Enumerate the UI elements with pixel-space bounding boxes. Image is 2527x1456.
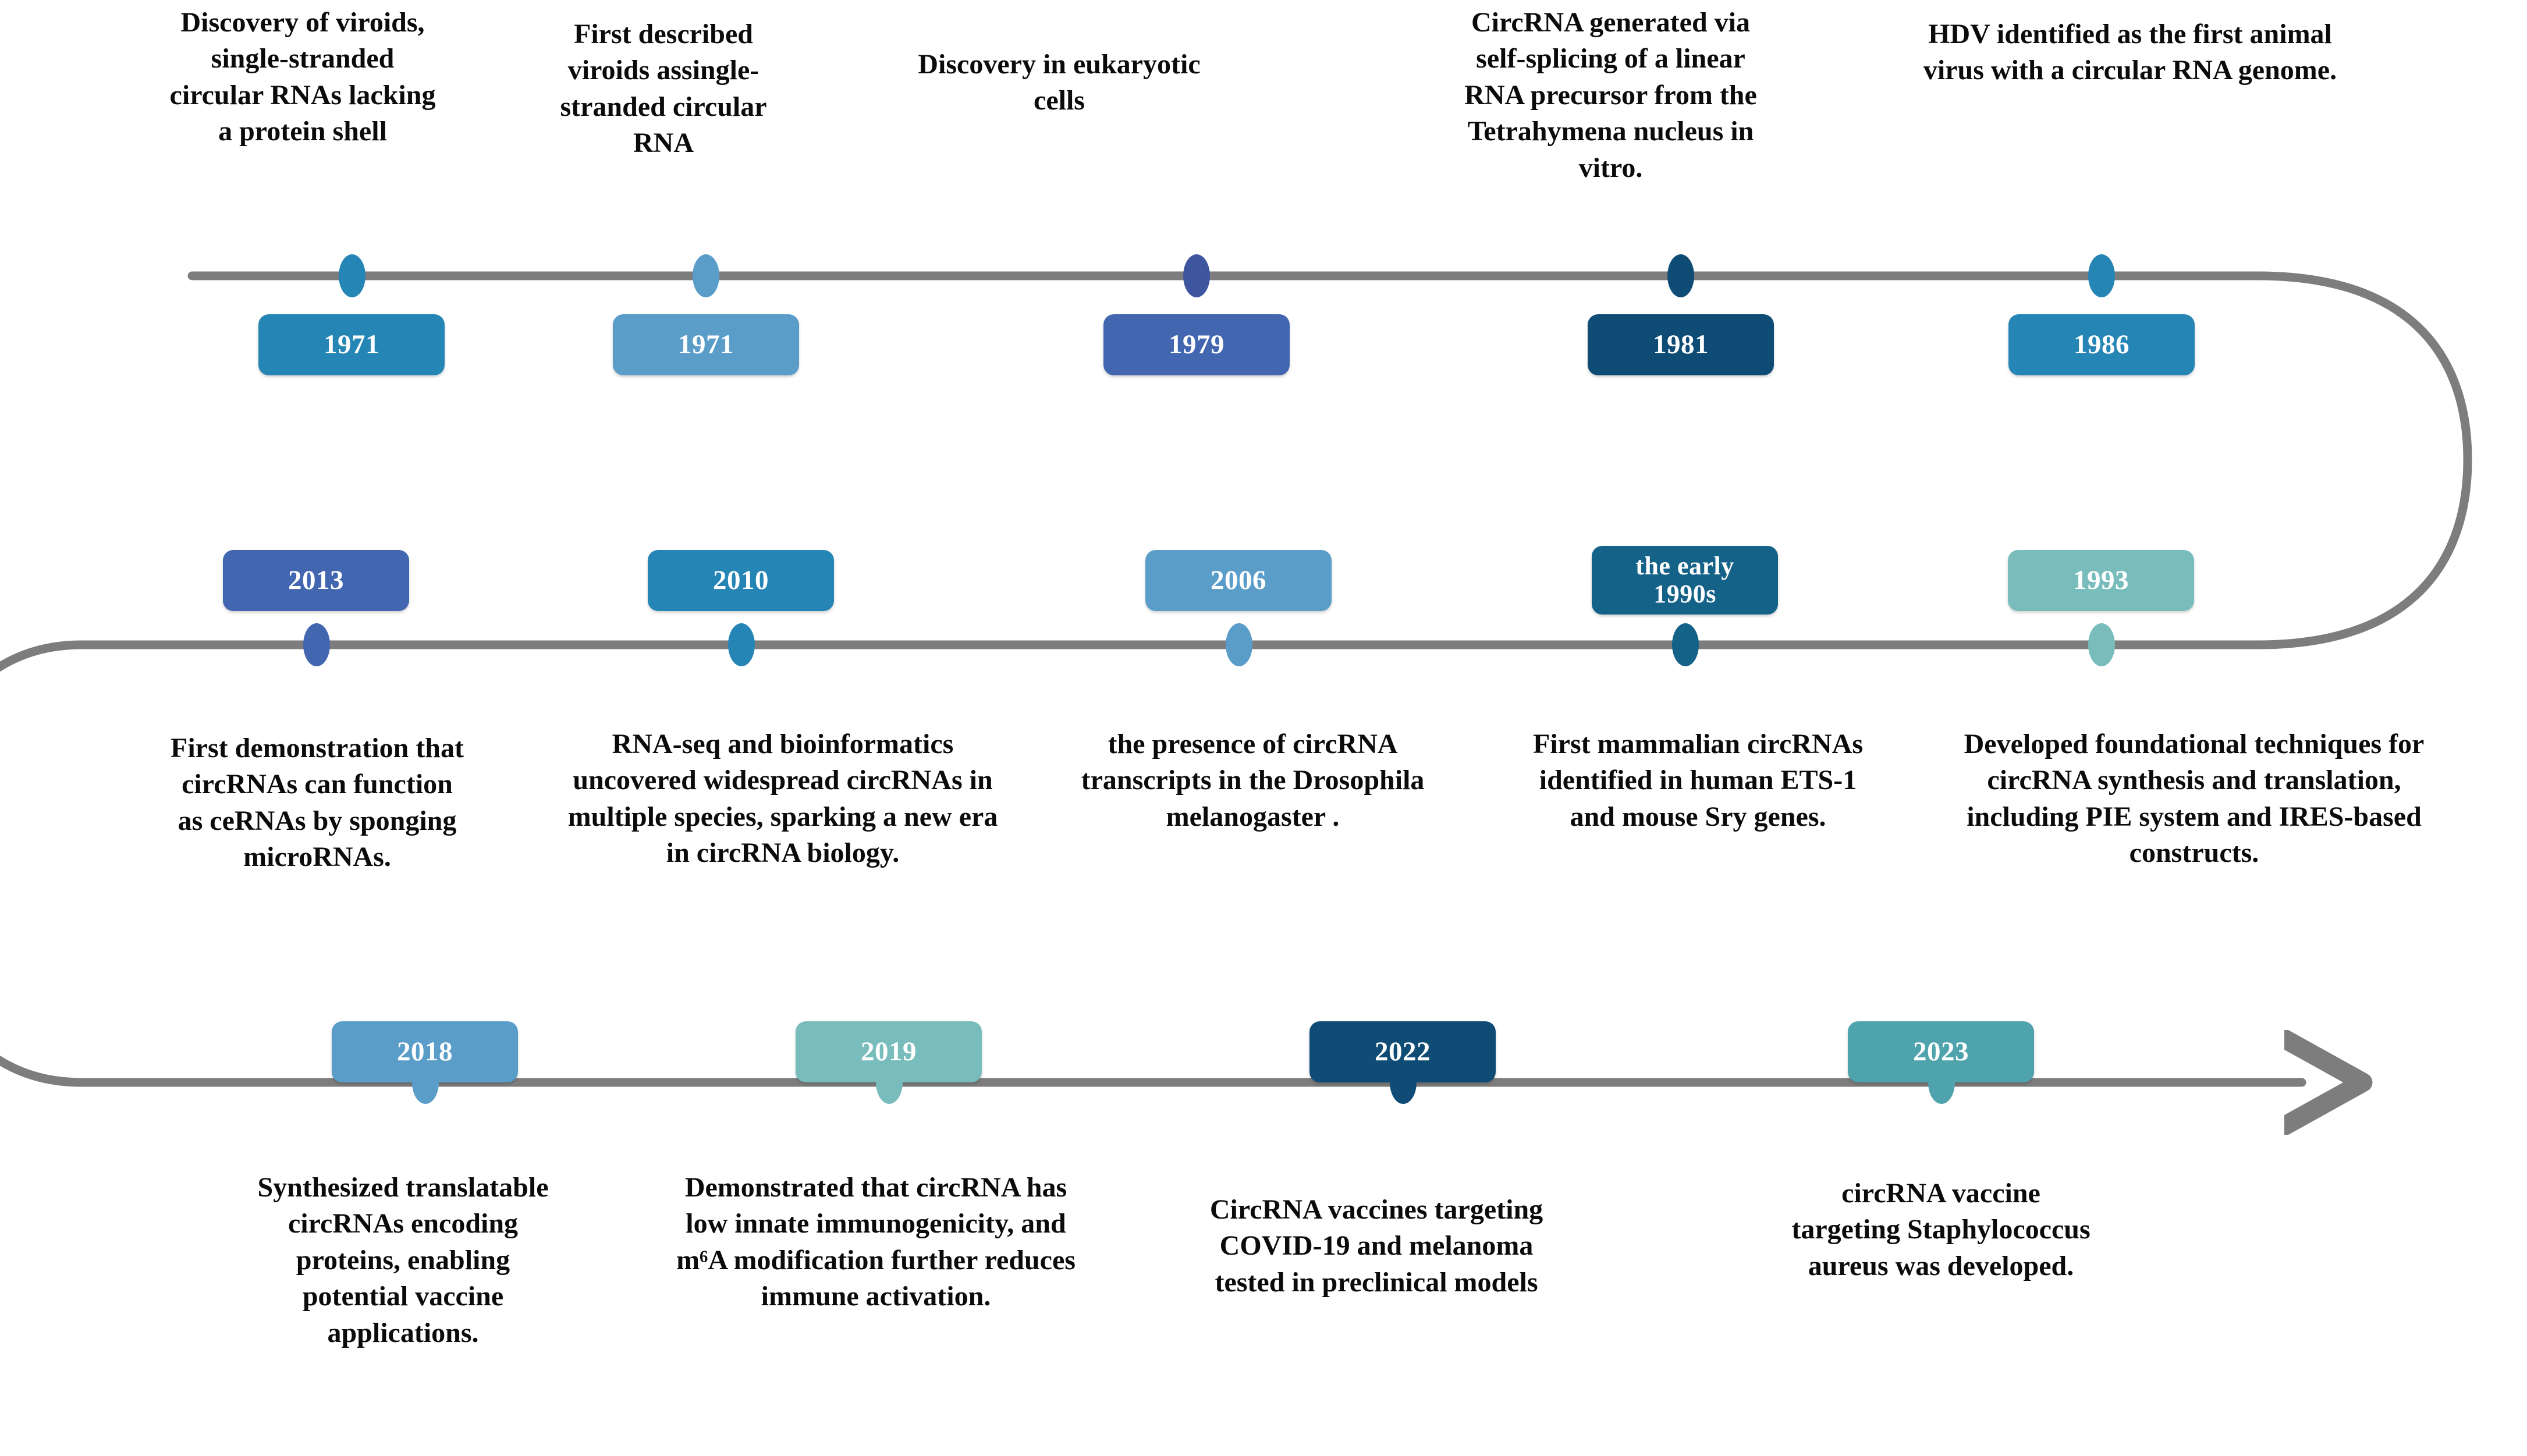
event-text: First demonstration that circRNAs can fu… [171,733,464,873]
year-badge[interactable]: 1981 [1588,314,1774,375]
year-badge[interactable]: 1979 [1103,314,1290,375]
year-badge[interactable]: 2006 [1145,550,1332,611]
timeline-dot [2088,623,2115,666]
year-badge[interactable]: the early 1990s [1592,546,1778,615]
timeline-dot [876,1061,903,1104]
event-text: circRNA vaccine targeting Staphylococcus… [1791,1178,2091,1281]
timeline-dot [1226,623,1252,666]
event-text: HDV identified as the first animal virus… [1923,19,2337,86]
year-badge[interactable]: 2010 [648,550,834,611]
timeline-dot [1667,254,1694,297]
timeline-dot [303,623,330,666]
year-badge[interactable]: 2013 [223,550,409,611]
year-badge[interactable]: 1971 [613,314,799,375]
event-text: Demonstrated that circRNA has low innate… [676,1172,1076,1312]
event-text: RNA-seq and bioinformatics uncovered wid… [567,729,998,869]
event-text: Developed foundational techniques for ci… [1964,729,2425,869]
event-text: First mammalian circRNAs identified in h… [1533,729,1863,832]
event-text: Discovery of viroids, single-stranded ci… [169,7,436,147]
timeline-dot [693,254,719,297]
track-path [0,271,2472,1082]
event-text: Discovery in eukaryotic cells [918,49,1201,116]
timeline-dot [1928,1061,1955,1104]
event-text: First described viroids assingle-strande… [560,19,767,159]
year-badge[interactable]: 1971 [258,314,445,375]
event-text: Synthesized translatable circRNAs encodi… [257,1172,549,1348]
event-text: CircRNA generated via self-splicing of a… [1464,7,1757,183]
timeline-dot [1390,1061,1417,1104]
timeline-dot [339,254,365,297]
year-badge[interactable]: 1993 [2008,550,2194,611]
timeline-dot [1183,254,1210,297]
timeline-dot [1672,623,1699,666]
year-badge[interactable]: 1986 [2008,314,2195,375]
event-text: the presence of circRNA transcripts in t… [1081,729,1425,832]
event-text: CircRNA vaccines targeting COVID-19 and … [1209,1194,1543,1298]
timeline-dot [728,623,755,666]
timeline-dot [2088,254,2115,297]
timeline-dot [412,1061,439,1104]
